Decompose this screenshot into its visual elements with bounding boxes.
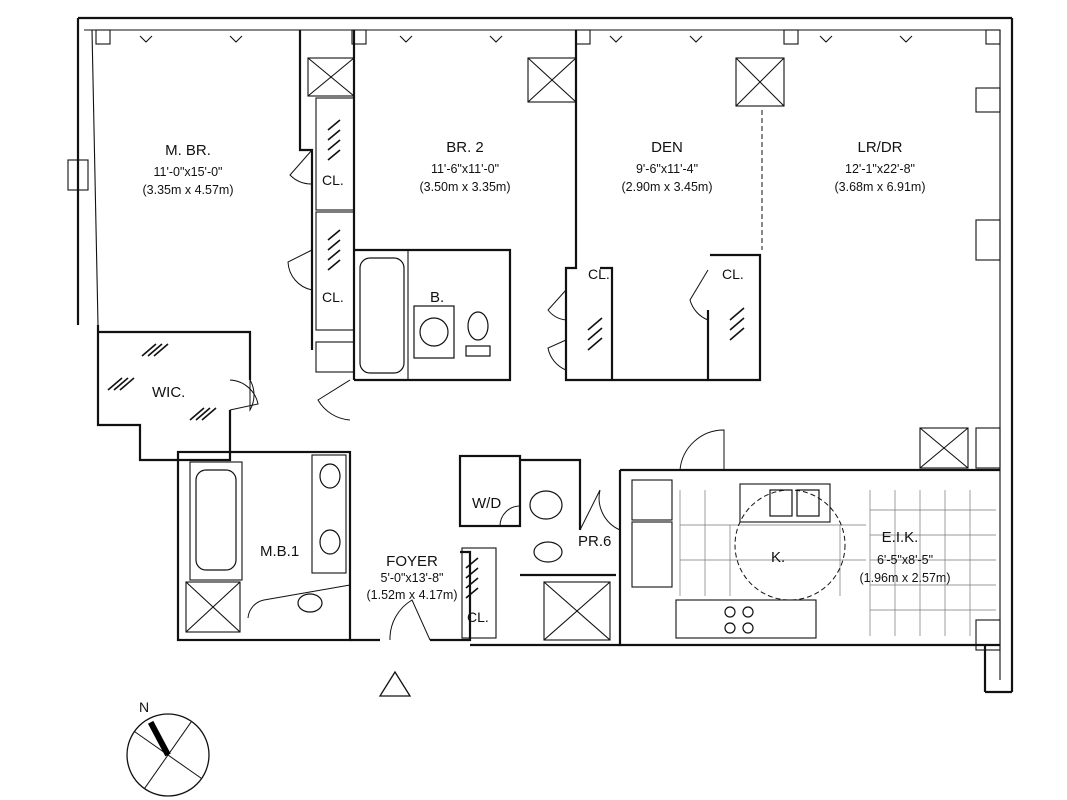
lrdr-name: LR/DR [857, 139, 902, 156]
closet-label-mbr-1: CL. [322, 172, 344, 188]
compass-rose: N [126, 699, 210, 797]
wd-label: W/D [472, 495, 501, 512]
eik-dim-m: (1.96m x 2.57m) [859, 571, 950, 585]
kitchen-label: K. [771, 549, 785, 566]
mbr-name: M. BR. [165, 142, 211, 159]
mb1-label: M.B.1 [260, 543, 299, 560]
den-dim-ft: 9'-6"x11'-4" [636, 162, 698, 176]
lrdr-dim-ft: 12'-1"x22'-8" [845, 162, 915, 176]
bath-label-br2: B. [430, 289, 444, 306]
wic-label: WIC. [152, 384, 185, 401]
closet-hatching [107, 119, 745, 599]
br2-dim-ft: 11'-6"x11'-0" [431, 162, 499, 176]
eik-name: E.I.K. [882, 529, 919, 546]
kitchen-fixtures [631, 479, 996, 639]
foyer-name: FOYER [386, 553, 438, 570]
foyer-dim-m: (1.52m x 4.17m) [366, 588, 457, 602]
closet-label-mbr-2: CL. [322, 289, 344, 305]
br2-dim-m: (3.50m x 3.35m) [419, 180, 510, 194]
mbr-dim-ft: 11'-0"x15'-0" [153, 165, 222, 179]
lrdr-dim-m: (3.68m x 6.91m) [834, 180, 925, 194]
door-swings [229, 149, 725, 641]
bath-fixtures [185, 57, 969, 641]
room-labels: M. BR. 11'-0"x15'-0" (3.35m x 4.57m) BR.… [142, 139, 950, 625]
exterior-walls [67, 16, 1014, 694]
closet-label-foyer: CL. [467, 609, 489, 625]
br2-name: BR. 2 [446, 139, 484, 156]
den-dim-m: (2.90m x 3.45m) [621, 180, 712, 194]
pr6-label: PR.6 [578, 533, 611, 550]
den-name: DEN [651, 139, 683, 156]
closet-label-lrdr: CL. [722, 266, 744, 282]
entry-triangle-icon [378, 670, 412, 697]
closet-label-den: CL. [588, 266, 610, 282]
mbr-dim-m: (3.35m x 4.57m) [142, 183, 233, 197]
eik-dim-ft: 6'-5"x8'-5" [877, 553, 933, 567]
compass-north-label: N [139, 699, 149, 715]
foyer-dim-ft: 5'-0"x13'-8" [381, 571, 444, 585]
compass-north-needle [147, 720, 171, 757]
interior-walls [96, 30, 1000, 647]
